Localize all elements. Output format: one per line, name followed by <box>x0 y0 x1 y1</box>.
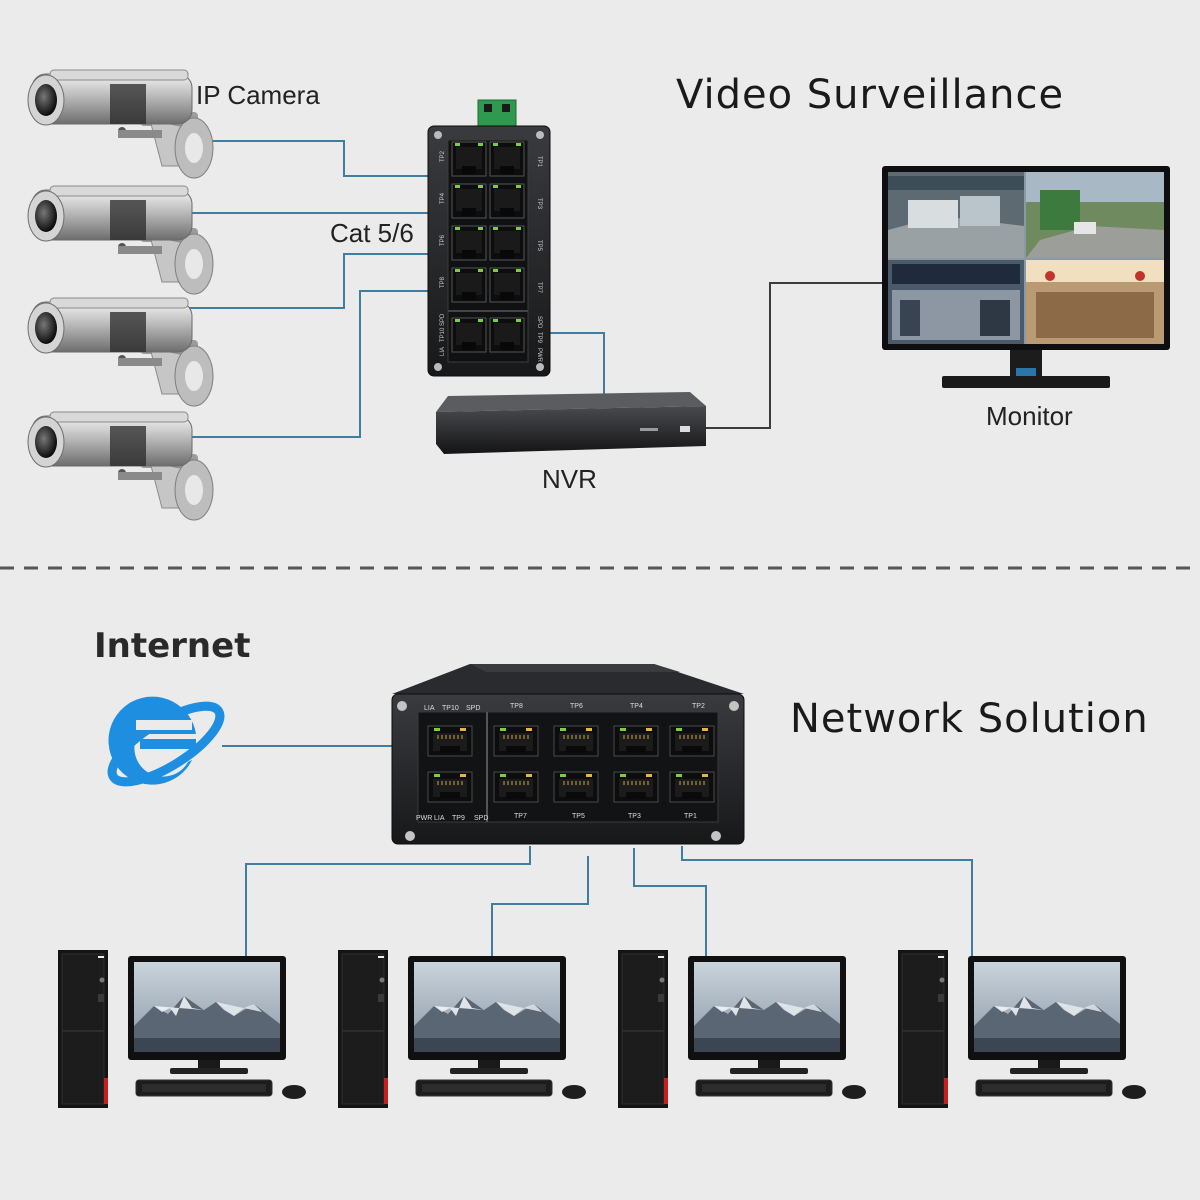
hswitch-bottom-label-4: SPD <box>474 815 488 822</box>
hswitch-bottom-label-6: TP5 <box>572 813 585 820</box>
desktop-computer-icon <box>57 949 307 1109</box>
cable-pc-2 <box>491 856 589 958</box>
cable-camera-3 <box>182 253 432 309</box>
video-surveillance-title: Video Surveillance <box>676 72 1065 118</box>
vswitch-label-uplink-l1: SPD <box>440 313 446 326</box>
vswitch-label-uplink-l3: LIA <box>440 347 446 356</box>
vswitch-label-left-4: TP8 <box>440 276 446 288</box>
ip-camera-icon <box>27 185 214 295</box>
vswitch-label-right-3: TP5 <box>536 240 542 252</box>
network-solution-title: Network Solution <box>790 696 1149 742</box>
nvr-label: NVR <box>542 464 597 494</box>
hswitch-top-label-3: SPD <box>466 705 480 712</box>
ip-camera-icon <box>27 69 214 179</box>
vswitch-label-uplink-r1: SPD <box>536 316 542 329</box>
hswitch-bottom-label-3: TP9 <box>452 815 465 822</box>
hswitch-top-label-1: LIA <box>424 705 435 712</box>
hswitch-top-label-2: TP10 <box>442 705 459 712</box>
hswitch-top-label-5: TP6 <box>570 703 583 710</box>
hswitch-top-label-7: TP2 <box>692 703 705 710</box>
hswitch-bottom-label-2: LIA <box>434 815 445 822</box>
desktop-computer-icon <box>897 949 1147 1109</box>
hswitch-top-label-4: TP8 <box>510 703 523 710</box>
internet-label: Internet <box>94 626 251 666</box>
internet-explorer-icon <box>107 696 225 787</box>
monitor-label: Monitor <box>986 401 1073 431</box>
cable-camera-1 <box>186 140 432 177</box>
ip-camera-icon <box>27 411 214 521</box>
vswitch-label-right-4: TP7 <box>536 282 542 294</box>
hswitch-bottom-label-1: PWR <box>416 815 432 822</box>
hswitch-bottom-label-8: TP1 <box>684 813 697 820</box>
ip-camera-icon <box>27 297 214 407</box>
cable-pc-1 <box>245 846 531 958</box>
cable-pc-3 <box>633 848 707 958</box>
ip-camera-label: IP Camera <box>196 80 320 110</box>
monitor-icon <box>882 166 1170 388</box>
cable-type-label: Cat 5/6 <box>330 218 414 248</box>
cable-pc-4 <box>681 846 973 958</box>
vswitch-label-uplink-r2: TP9 <box>536 332 542 344</box>
desktop-computer-icon <box>617 949 867 1109</box>
hswitch-top-label-6: TP4 <box>630 703 643 710</box>
desktop-computer-icon <box>337 949 587 1109</box>
network-switch-icon: LIA TP10 SPD TP8 TP6 TP4 TP2 PWR LIA TP9… <box>391 664 745 845</box>
vswitch-label-left-3: TP6 <box>440 234 446 246</box>
hswitch-bottom-label-5: TP7 <box>514 813 527 820</box>
vswitch-label-left-2: TP4 <box>440 192 446 204</box>
camera-cables <box>180 140 605 438</box>
hswitch-bottom-label-7: TP3 <box>628 813 641 820</box>
cable-nvr-monitor <box>706 282 884 429</box>
network-cables <box>222 745 973 958</box>
vswitch-label-right-1: TP1 <box>536 156 542 168</box>
nvr-icon <box>436 392 706 454</box>
cable-camera-4 <box>180 290 432 438</box>
vswitch-label-uplink-r3: PWR <box>536 348 542 363</box>
vswitch-label-left-1: TP2 <box>440 150 446 162</box>
vswitch-label-uplink-l2: TP10 <box>440 327 446 342</box>
poe-switch-icon: TP2 TP4 TP6 TP8 TP1 TP3 TP5 TP7 SPD TP10… <box>427 99 551 377</box>
vswitch-label-right-2: TP3 <box>536 198 542 210</box>
